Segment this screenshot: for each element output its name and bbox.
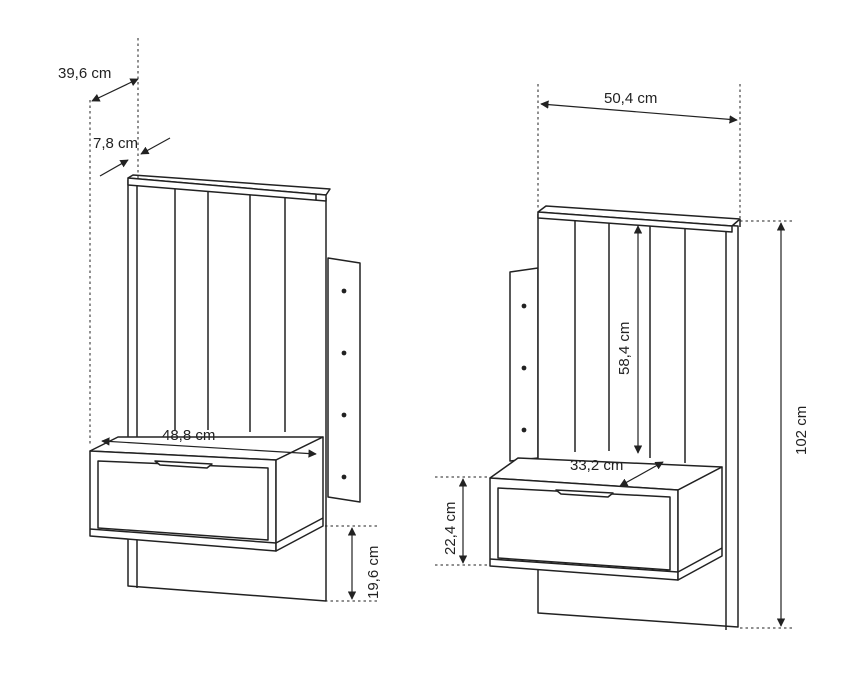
dim-arrow-depth-top-2 xyxy=(140,137,171,155)
dim-arrow-width-total xyxy=(540,100,738,124)
right-mount-hole xyxy=(521,303,527,309)
right-drawer-handle xyxy=(555,489,614,498)
dim-label-height-drawer: 22,4 cm xyxy=(442,502,459,555)
dim-label-height-below: 19,6 cm xyxy=(365,546,382,599)
left-mount-hole xyxy=(341,474,347,480)
dim-arrow-width-drawer xyxy=(101,437,317,458)
dim-label-depth-total: 39,6 cm xyxy=(58,65,111,82)
dim-arrow-depth-total xyxy=(91,78,139,102)
dim-label-depth-drawer: 33,2 cm xyxy=(570,457,623,474)
right-mount-hole xyxy=(521,365,527,371)
dim-label-width-total: 50,4 cm xyxy=(604,90,657,107)
right-mount-hole xyxy=(521,427,527,433)
dim-label-height-total: 102 cm xyxy=(793,406,810,455)
left-mount-hole xyxy=(341,288,347,294)
left-unit xyxy=(89,174,361,602)
dim-label-depth-top: 7,8 cm xyxy=(93,135,138,152)
left-drawer-handle xyxy=(154,460,213,469)
left-wall-panel xyxy=(327,257,361,503)
dim-label-height-panel: 58,4 cm xyxy=(616,322,633,375)
dim-label-width-drawer: 48,8 cm xyxy=(162,427,215,444)
left-mount-hole xyxy=(341,350,347,356)
right-unit xyxy=(489,205,741,630)
dim-arrow-depth-drawer xyxy=(619,461,664,487)
dim-arrow-depth-top xyxy=(99,159,129,177)
left-mount-hole xyxy=(341,412,347,418)
